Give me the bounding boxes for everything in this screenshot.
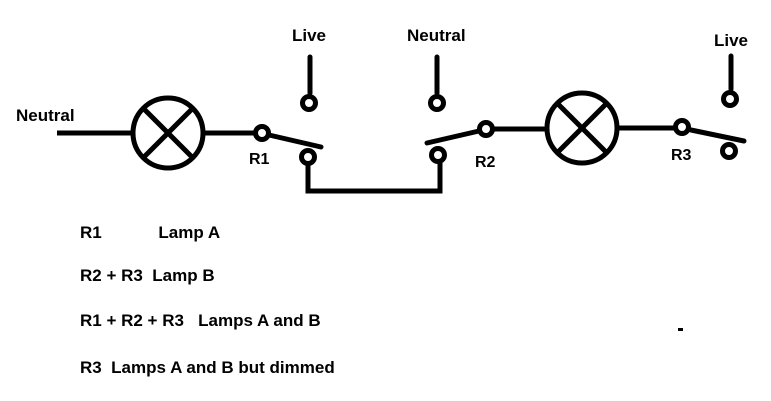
legend-row-r3-dimmed: R3 Lamps A and B but dimmed [80,358,335,377]
neutral-left-label: Neutral [16,106,75,125]
switch-r3-lever [688,127,747,144]
lamp-a-cross-2 [141,106,195,160]
switch-r2-lever [424,128,482,146]
wire-bridge-r1-r2 [305,163,443,194]
r3-open-contact [720,142,738,160]
switch-r1-lever [266,132,324,150]
r1-live-contact [300,94,318,112]
r2-label: R2 [475,154,496,171]
lamp-b-cross-2 [555,101,609,155]
live-top-right-label: Live [714,31,748,50]
r1-bridge-contact [299,148,317,166]
r3-live-contact [721,90,739,108]
live-top-left-label: Live [292,26,326,45]
legend-row-r1-r2-r3: R1 + R2 + R3 Lamps A and B [80,311,321,330]
r3-label: R3 [671,147,692,164]
r3-pole-contact [673,118,691,136]
r2-pole-contact [477,120,495,138]
lamp-b-symbol [544,90,620,166]
r2-neutral-contact [428,94,446,112]
neutral-top-middle-label: Neutral [407,26,466,45]
r2-bridge-contact [429,146,447,164]
stray-mark [678,328,683,331]
legend-row-r2-r3: R2 + R3 Lamp B [80,266,215,285]
lamp-a-symbol [130,95,206,171]
r1-pole-contact [253,124,271,142]
legend-row-r1: R1 Lamp A [80,223,221,242]
r1-label: R1 [249,151,270,168]
